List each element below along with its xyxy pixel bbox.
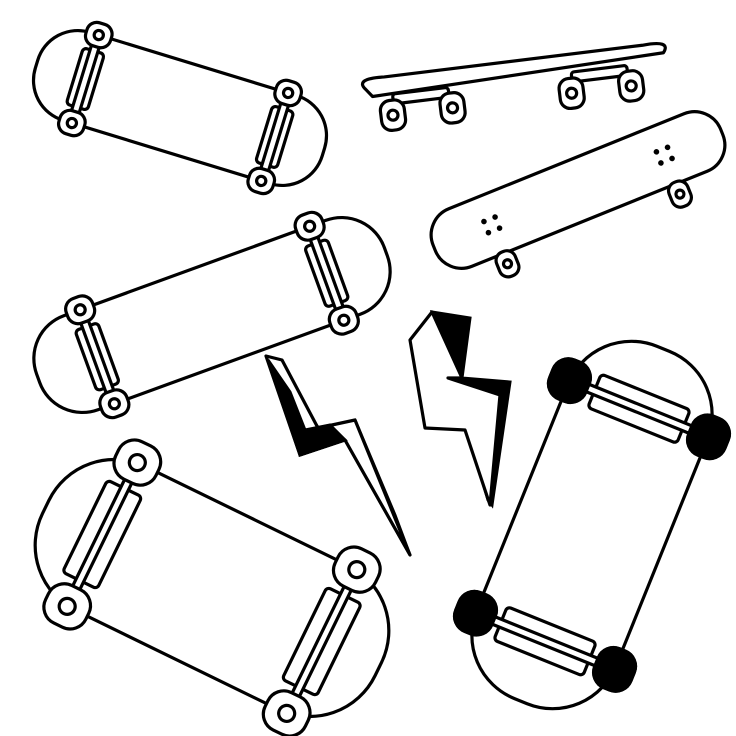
skateboard-3	[429, 110, 727, 279]
skateboard-2	[360, 42, 667, 132]
skateboard-1	[31, 20, 329, 196]
skateboard-6	[452, 339, 732, 711]
skateboard-4	[32, 210, 392, 420]
lightning-bolt-white	[408, 310, 512, 509]
skateboards	[31, 20, 732, 736]
skateboard-5	[33, 438, 391, 736]
lightning-bolt-black	[264, 354, 412, 557]
